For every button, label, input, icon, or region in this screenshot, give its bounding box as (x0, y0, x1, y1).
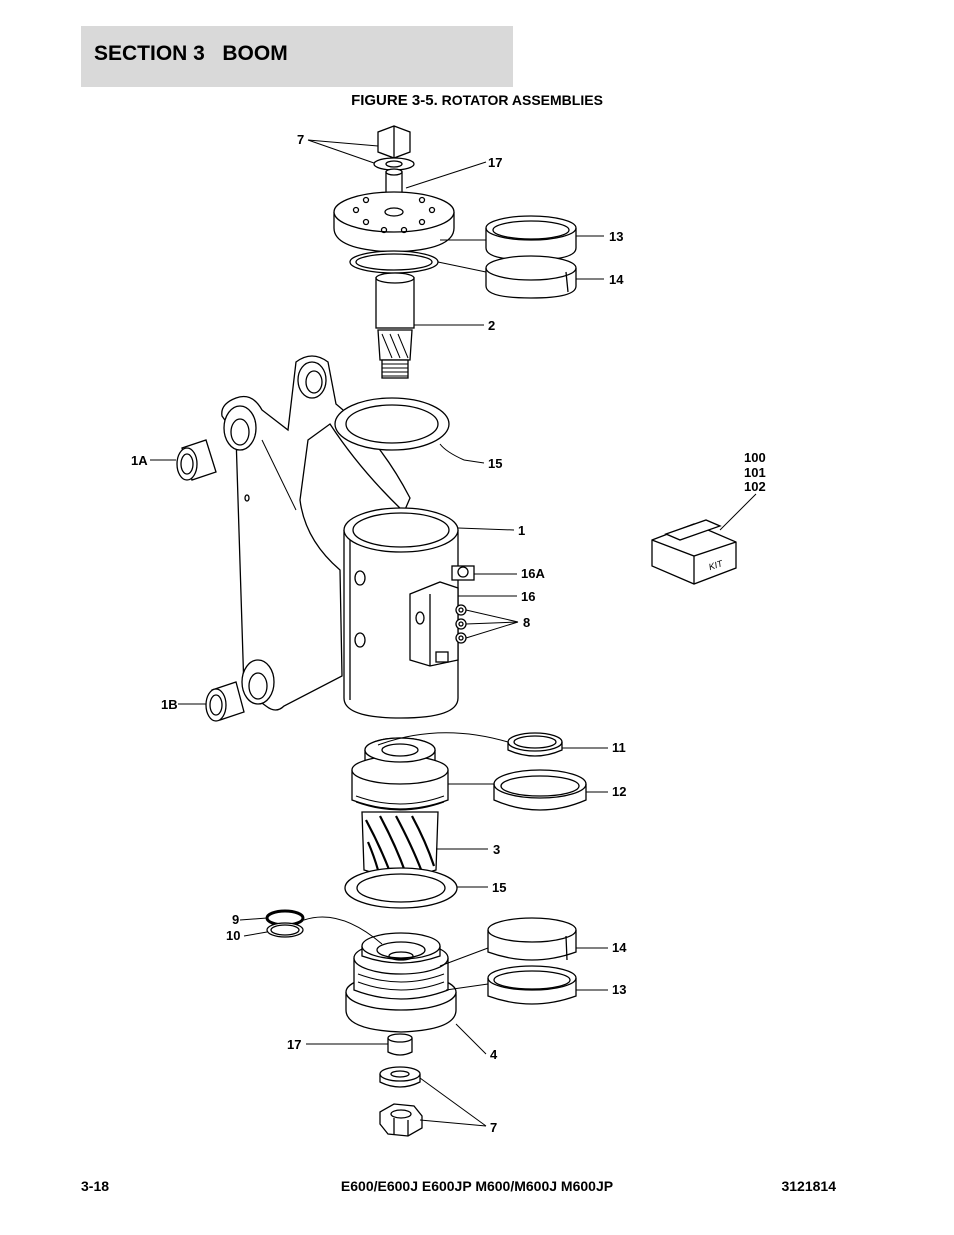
callout-101: 101 (744, 465, 766, 480)
end-cap (345, 932, 457, 1033)
callout-17-bottom: 17 (287, 1037, 301, 1052)
callout-100: 100 (744, 450, 766, 465)
callout-8: 8 (523, 615, 530, 630)
section-header-band: SECTION 3 BOOM (81, 26, 513, 87)
bearing-ring-13-bottom (487, 965, 577, 1005)
callout-4: 4 (490, 1047, 498, 1062)
callout-15-bottom: 15 (492, 880, 506, 895)
bushing-17-bottom (387, 1033, 413, 1056)
callout-102: 102 (744, 479, 766, 494)
callout-10: 10 (226, 928, 240, 943)
kit-box-label: KIT (707, 558, 725, 572)
callout-11: 11 (612, 740, 626, 755)
bearing-ring-14-bottom (487, 917, 577, 961)
callout-7-bottom: 7 (490, 1120, 497, 1135)
wear-ring-12 (493, 769, 587, 811)
figure-number: FIGURE 3-5. (351, 92, 438, 109)
callout-16A: 16A (521, 566, 545, 581)
leader-lines (150, 139, 757, 1127)
bottom-washer (379, 1066, 421, 1088)
top-bolt (373, 125, 415, 171)
footer-document-number: 3121814 (781, 1178, 836, 1194)
thrust-washer-15-top (334, 397, 450, 451)
bearing-ring-13-top (485, 215, 577, 261)
callout-16: 16 (521, 589, 535, 604)
kit-box (651, 519, 737, 585)
callout-2: 2 (488, 318, 495, 333)
callout-3: 3 (493, 842, 500, 857)
footer-model-list: E600/E600J E600JP M600/M600J M600JP (340, 1178, 614, 1194)
seal-11 (507, 732, 563, 757)
section-title: SECTION 3 BOOM (94, 42, 288, 65)
callout-9: 9 (232, 912, 239, 927)
figure-name: ROTATOR ASSEMBLIES (441, 92, 603, 108)
callout-13-top: 13 (609, 229, 623, 244)
bushing-1B (205, 681, 245, 722)
footer-page-number: 3-18 (81, 1178, 110, 1194)
callout-1A: 1A (131, 453, 148, 468)
rotator-shaft (333, 168, 455, 379)
callout-1B: 1B (161, 697, 178, 712)
bearing-ring-14-top (485, 255, 577, 299)
callout-15-top: 15 (488, 456, 502, 471)
callout-7-top: 7 (297, 132, 304, 147)
callout-17-top: 17 (488, 155, 502, 170)
backup-ring-10 (266, 922, 304, 938)
bottom-nut (379, 1103, 423, 1137)
rotator-housing (343, 507, 475, 719)
callout-13-bottom: 13 (612, 982, 626, 997)
callout-12: 12 (612, 784, 626, 799)
bushing-1A (176, 439, 217, 481)
callout-14-top: 14 (609, 272, 624, 287)
callout-14-bottom: 14 (612, 940, 627, 955)
piston-assembly (351, 737, 449, 877)
thrust-washer-15-bottom (344, 867, 458, 909)
figure-title: FIGURE 3-5. ROTATOR ASSEMBLIES (0, 92, 954, 109)
callout-1: 1 (518, 523, 525, 538)
